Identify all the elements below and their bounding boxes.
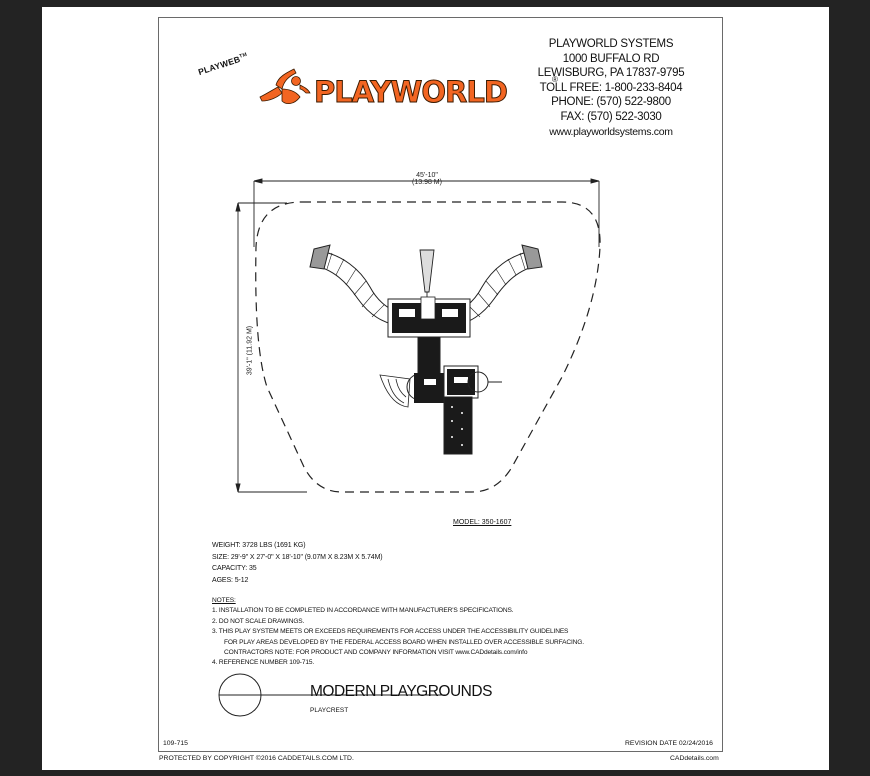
- company-website: www.playworldsystems.com: [549, 125, 673, 138]
- notes-section: NOTES: 1. INSTALLATION TO BE COMPLETED I…: [212, 596, 584, 669]
- note-item: 1. INSTALLATION TO BE COMPLETED IN ACCOR…: [212, 607, 514, 615]
- drawing-subtitle: PLAYCREST: [310, 707, 349, 714]
- address-line: TOLL FREE: 1-800-233-8404: [539, 81, 683, 94]
- width-dim-imperial: 45'-10": [416, 172, 438, 179]
- playground-plan-drawing: [218, 178, 601, 717]
- spec-size: SIZE: 29'-9" X 27'-0" X 18'-10" (9.07M X…: [212, 553, 383, 561]
- address-line: LEWISBURG, PA 17837-9795: [537, 67, 685, 80]
- address-line: PHONE: (570) 522-9800: [551, 96, 671, 109]
- spiral-slide: [379, 374, 411, 408]
- note-item: 2. DO NOT SCALE DRAWINGS.: [212, 617, 305, 625]
- drawing-border: [158, 17, 723, 752]
- registered-mark: ®: [552, 75, 558, 84]
- width-dimension-line: [253, 178, 600, 247]
- note-item: CONTRACTORS NOTE: FOR PRODUCT AND COMPAN…: [224, 649, 528, 657]
- bridge-walkway: [417, 336, 441, 378]
- note-item: 3. THIS PLAY SYSTEM MEETS OR EXCEEDS REQ…: [212, 628, 569, 636]
- height-dimension-line: [235, 202, 307, 493]
- reference-number: 109-715: [163, 740, 188, 747]
- address-line: FAX: (570) 522-3030: [560, 110, 662, 123]
- lower-left-deck: [406, 373, 448, 403]
- drawing-sheet: PLAYWEBTM PLAYWORLD ® PLAYWORLD SYSTEMS …: [42, 7, 829, 770]
- copyright-notice: PROTECTED BY COPYRIGHT ©2016 CADDETAILS.…: [159, 755, 354, 762]
- width-dimension: 45'-10" (13.98 M): [387, 172, 467, 186]
- playworld-figure-icon: [259, 68, 311, 105]
- company-address: PLAYWORLD SYSTEMS 1000 BUFFALO RD LEWISB…: [531, 37, 691, 139]
- drawing-title: MODERN PLAYGROUNDS: [310, 683, 492, 700]
- model-number: MODEL: 350-1607: [453, 519, 512, 526]
- slide-texture: [451, 406, 463, 446]
- note-item: FOR PLAY AREAS DEVELOPED BY THE FEDERAL …: [224, 638, 584, 646]
- address-line: 1000 BUFFALO RD: [562, 52, 660, 65]
- caddetails-link[interactable]: CADdetails.com: [670, 755, 719, 762]
- spec-ages: AGES: 5-12: [212, 576, 249, 584]
- title-block-symbol: [218, 673, 446, 717]
- address-line: PLAYWORLD SYSTEMS: [548, 38, 674, 50]
- upper-deck: [387, 296, 471, 338]
- width-dim-metric: (13.98 M): [412, 179, 442, 186]
- use-zone-boundary: [255, 201, 601, 493]
- lower-right-deck: [443, 365, 502, 399]
- product-specs: WEIGHT: 3728 LBS (1691 KG) SIZE: 29'-9" …: [212, 540, 383, 586]
- straight-slide: [443, 396, 473, 455]
- note-item: 4. REFERENCE NUMBER 109-715.: [212, 659, 315, 667]
- playworld-logo-text: PLAYWORLD: [314, 75, 509, 110]
- notes-heading: NOTES:: [212, 597, 236, 604]
- spec-capacity: CAPACITY: 35: [212, 565, 257, 573]
- revision-date: REVISION DATE 02/24/2016: [625, 740, 713, 747]
- spec-weight: WEIGHT: 3728 LBS (1691 KG): [212, 542, 306, 549]
